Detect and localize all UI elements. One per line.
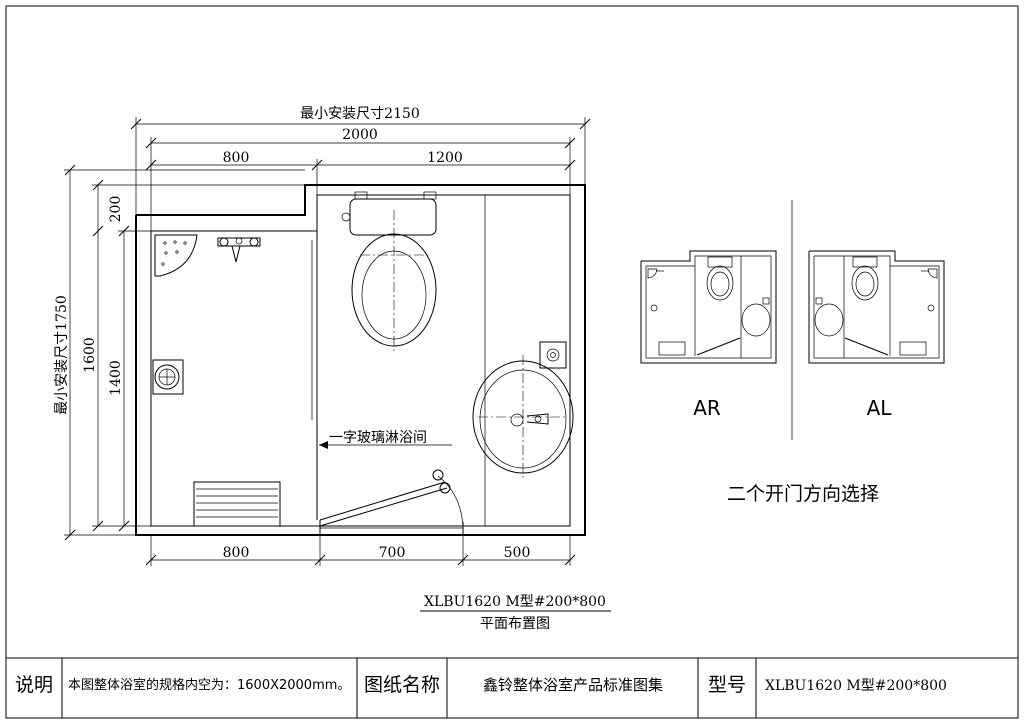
dim-min-install-width: 最小安装尺寸2150 — [300, 106, 420, 122]
door-direction-note: 二个开门方向选择 — [727, 483, 879, 505]
glass-shower-label: 一字玻璃淋浴间 — [329, 429, 427, 446]
option-ar-thumbnail — [640, 250, 777, 364]
dim-1400: 1400 — [108, 360, 124, 396]
dim-bottom-mid: 700 — [379, 545, 406, 561]
shower-bench — [193, 481, 281, 527]
model-header: 型号 — [708, 674, 746, 696]
corner-shelf — [154, 234, 198, 277]
option-al-thumbnail — [808, 250, 945, 364]
dim-bottom-left: 800 — [223, 545, 250, 561]
drawing-name: 鑫铃整体浴室产品标准图集 — [483, 676, 663, 694]
glass-label-leader — [319, 441, 452, 449]
dim-total-width: 2000 — [342, 127, 378, 143]
title-block-dividers — [61, 658, 757, 718]
dimension-lines — [64, 117, 591, 566]
toilet — [341, 191, 437, 352]
note-text: 本图整体浴室的规格内空为：1600X2000mm。 — [68, 677, 350, 693]
sheet-border — [5, 5, 1019, 719]
basin-drain — [539, 341, 567, 369]
glass-shower-door — [319, 469, 464, 536]
inner-wall — [150, 194, 571, 527]
dim-top-right: 1200 — [427, 150, 463, 166]
corner-shelf-dots — [161, 240, 187, 266]
caption-subtitle: 平面布置图 — [480, 616, 550, 632]
floor-drain — [152, 359, 184, 395]
dim-1600: 1600 — [82, 337, 98, 373]
bathroom-plan — [135, 184, 586, 536]
dim-bottom-right: 500 — [504, 545, 531, 561]
shower-mixer — [217, 237, 261, 263]
option-ar-label: AR — [693, 396, 721, 420]
note-header: 说明 — [15, 674, 53, 696]
model-value: XLBU1620 M型#200*800 — [765, 678, 947, 694]
dim-top-left: 800 — [223, 150, 250, 166]
dim-min-install-height: 最小安装尺寸1750 — [54, 295, 70, 415]
option-al-label: AL — [867, 396, 893, 420]
dim-200: 200 — [108, 196, 124, 223]
toilet-tank — [349, 198, 437, 236]
drawing-name-header: 图纸名称 — [364, 674, 440, 696]
wash-basin — [472, 355, 574, 480]
caption-model: XLBU1620 M型#200*800 — [424, 594, 606, 610]
